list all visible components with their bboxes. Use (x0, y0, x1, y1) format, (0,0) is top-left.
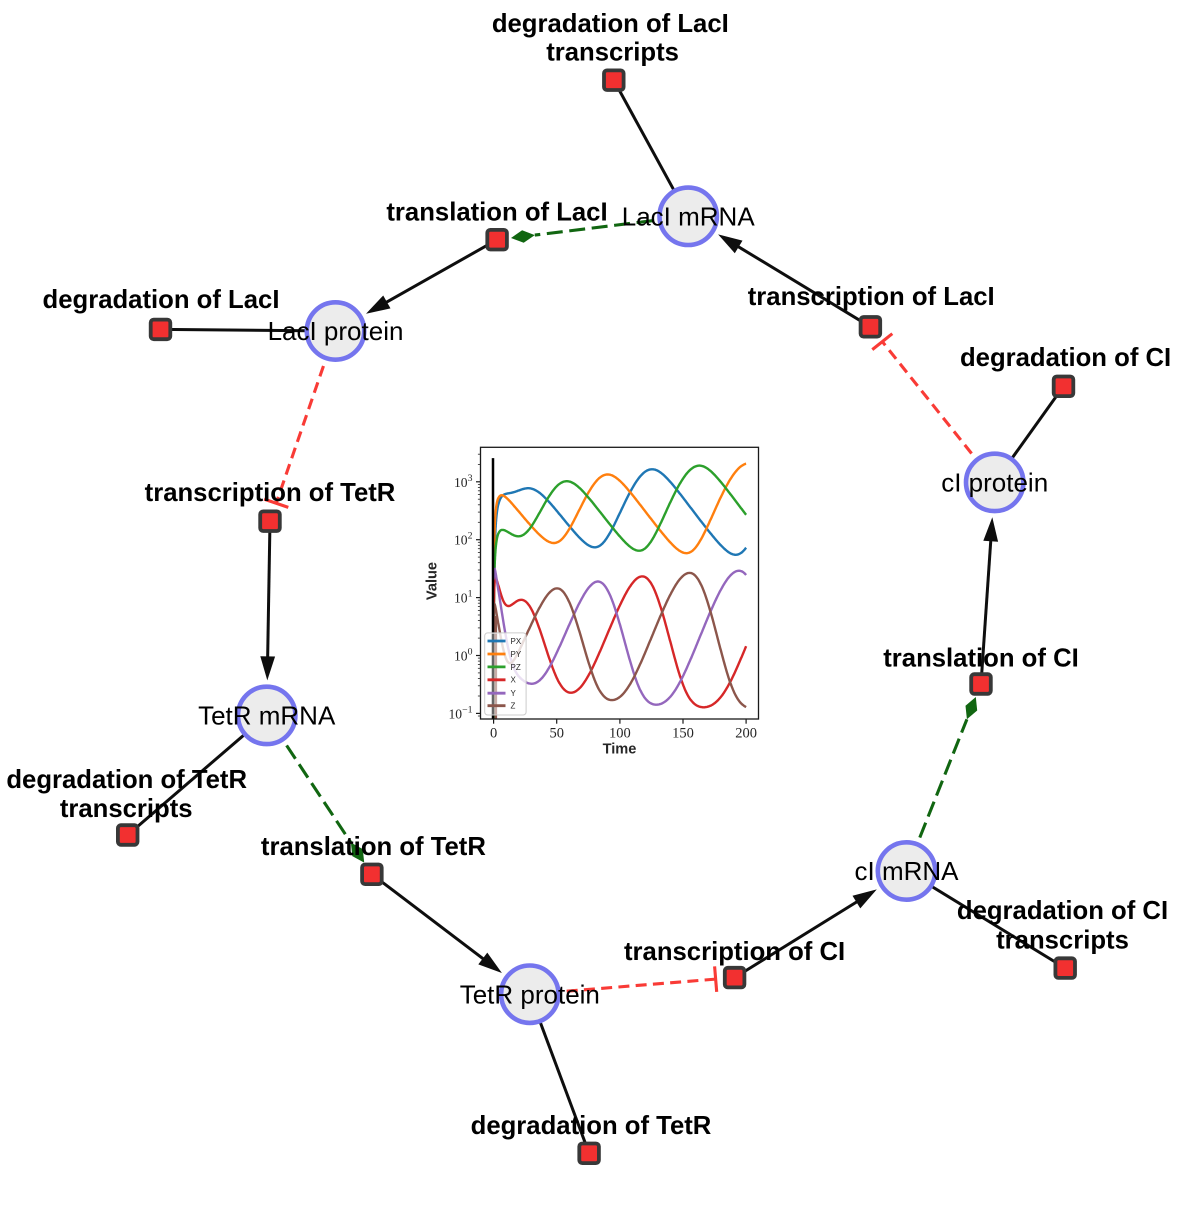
svg-text:150: 150 (672, 725, 694, 741)
svg-text:cI protein: cI protein (941, 468, 1048, 498)
svg-text:X: X (511, 676, 517, 685)
svg-text:transcripts: transcripts (60, 795, 193, 823)
svg-text:cI mRNA: cI mRNA (855, 856, 960, 886)
svg-text:PY: PY (511, 650, 522, 659)
svg-text:transcription of CI: transcription of CI (624, 938, 845, 966)
svg-text:degradation of TetR: degradation of TetR (471, 1112, 712, 1140)
svg-text:Z: Z (511, 702, 516, 711)
svg-text:PZ: PZ (511, 663, 521, 672)
svg-text:Time: Time (603, 742, 637, 758)
svg-text:transcripts: transcripts (996, 926, 1129, 954)
svg-text:100: 100 (609, 725, 631, 741)
svg-text:degradation of TetR: degradation of TetR (6, 766, 247, 794)
svg-text:degradation of LacI: degradation of LacI (43, 286, 280, 314)
svg-text:Value: Value (425, 562, 441, 600)
svg-text:translation of TetR: translation of TetR (261, 833, 486, 861)
svg-text:PX: PX (511, 637, 522, 646)
svg-text:degradation of CI: degradation of CI (957, 897, 1168, 925)
svg-text:transcription of LacI: transcription of LacI (748, 283, 995, 311)
svg-text:translation of LacI: translation of LacI (386, 198, 607, 226)
svg-text:transcription of TetR: transcription of TetR (145, 479, 396, 507)
svg-text:TetR protein: TetR protein (460, 979, 600, 1009)
svg-text:LacI mRNA: LacI mRNA (622, 202, 756, 232)
svg-text:LacI protein: LacI protein (268, 316, 404, 346)
svg-text:Y: Y (511, 689, 517, 698)
svg-text:0: 0 (490, 725, 497, 741)
svg-text:200: 200 (735, 725, 757, 741)
svg-text:50: 50 (549, 725, 564, 741)
svg-text:degradation of LacI: degradation of LacI (492, 10, 729, 38)
svg-text:transcripts: transcripts (546, 39, 679, 67)
svg-text:TetR mRNA: TetR mRNA (198, 701, 336, 731)
svg-text:degradation of CI: degradation of CI (960, 344, 1171, 372)
svg-text:translation of CI: translation of CI (883, 644, 1079, 672)
